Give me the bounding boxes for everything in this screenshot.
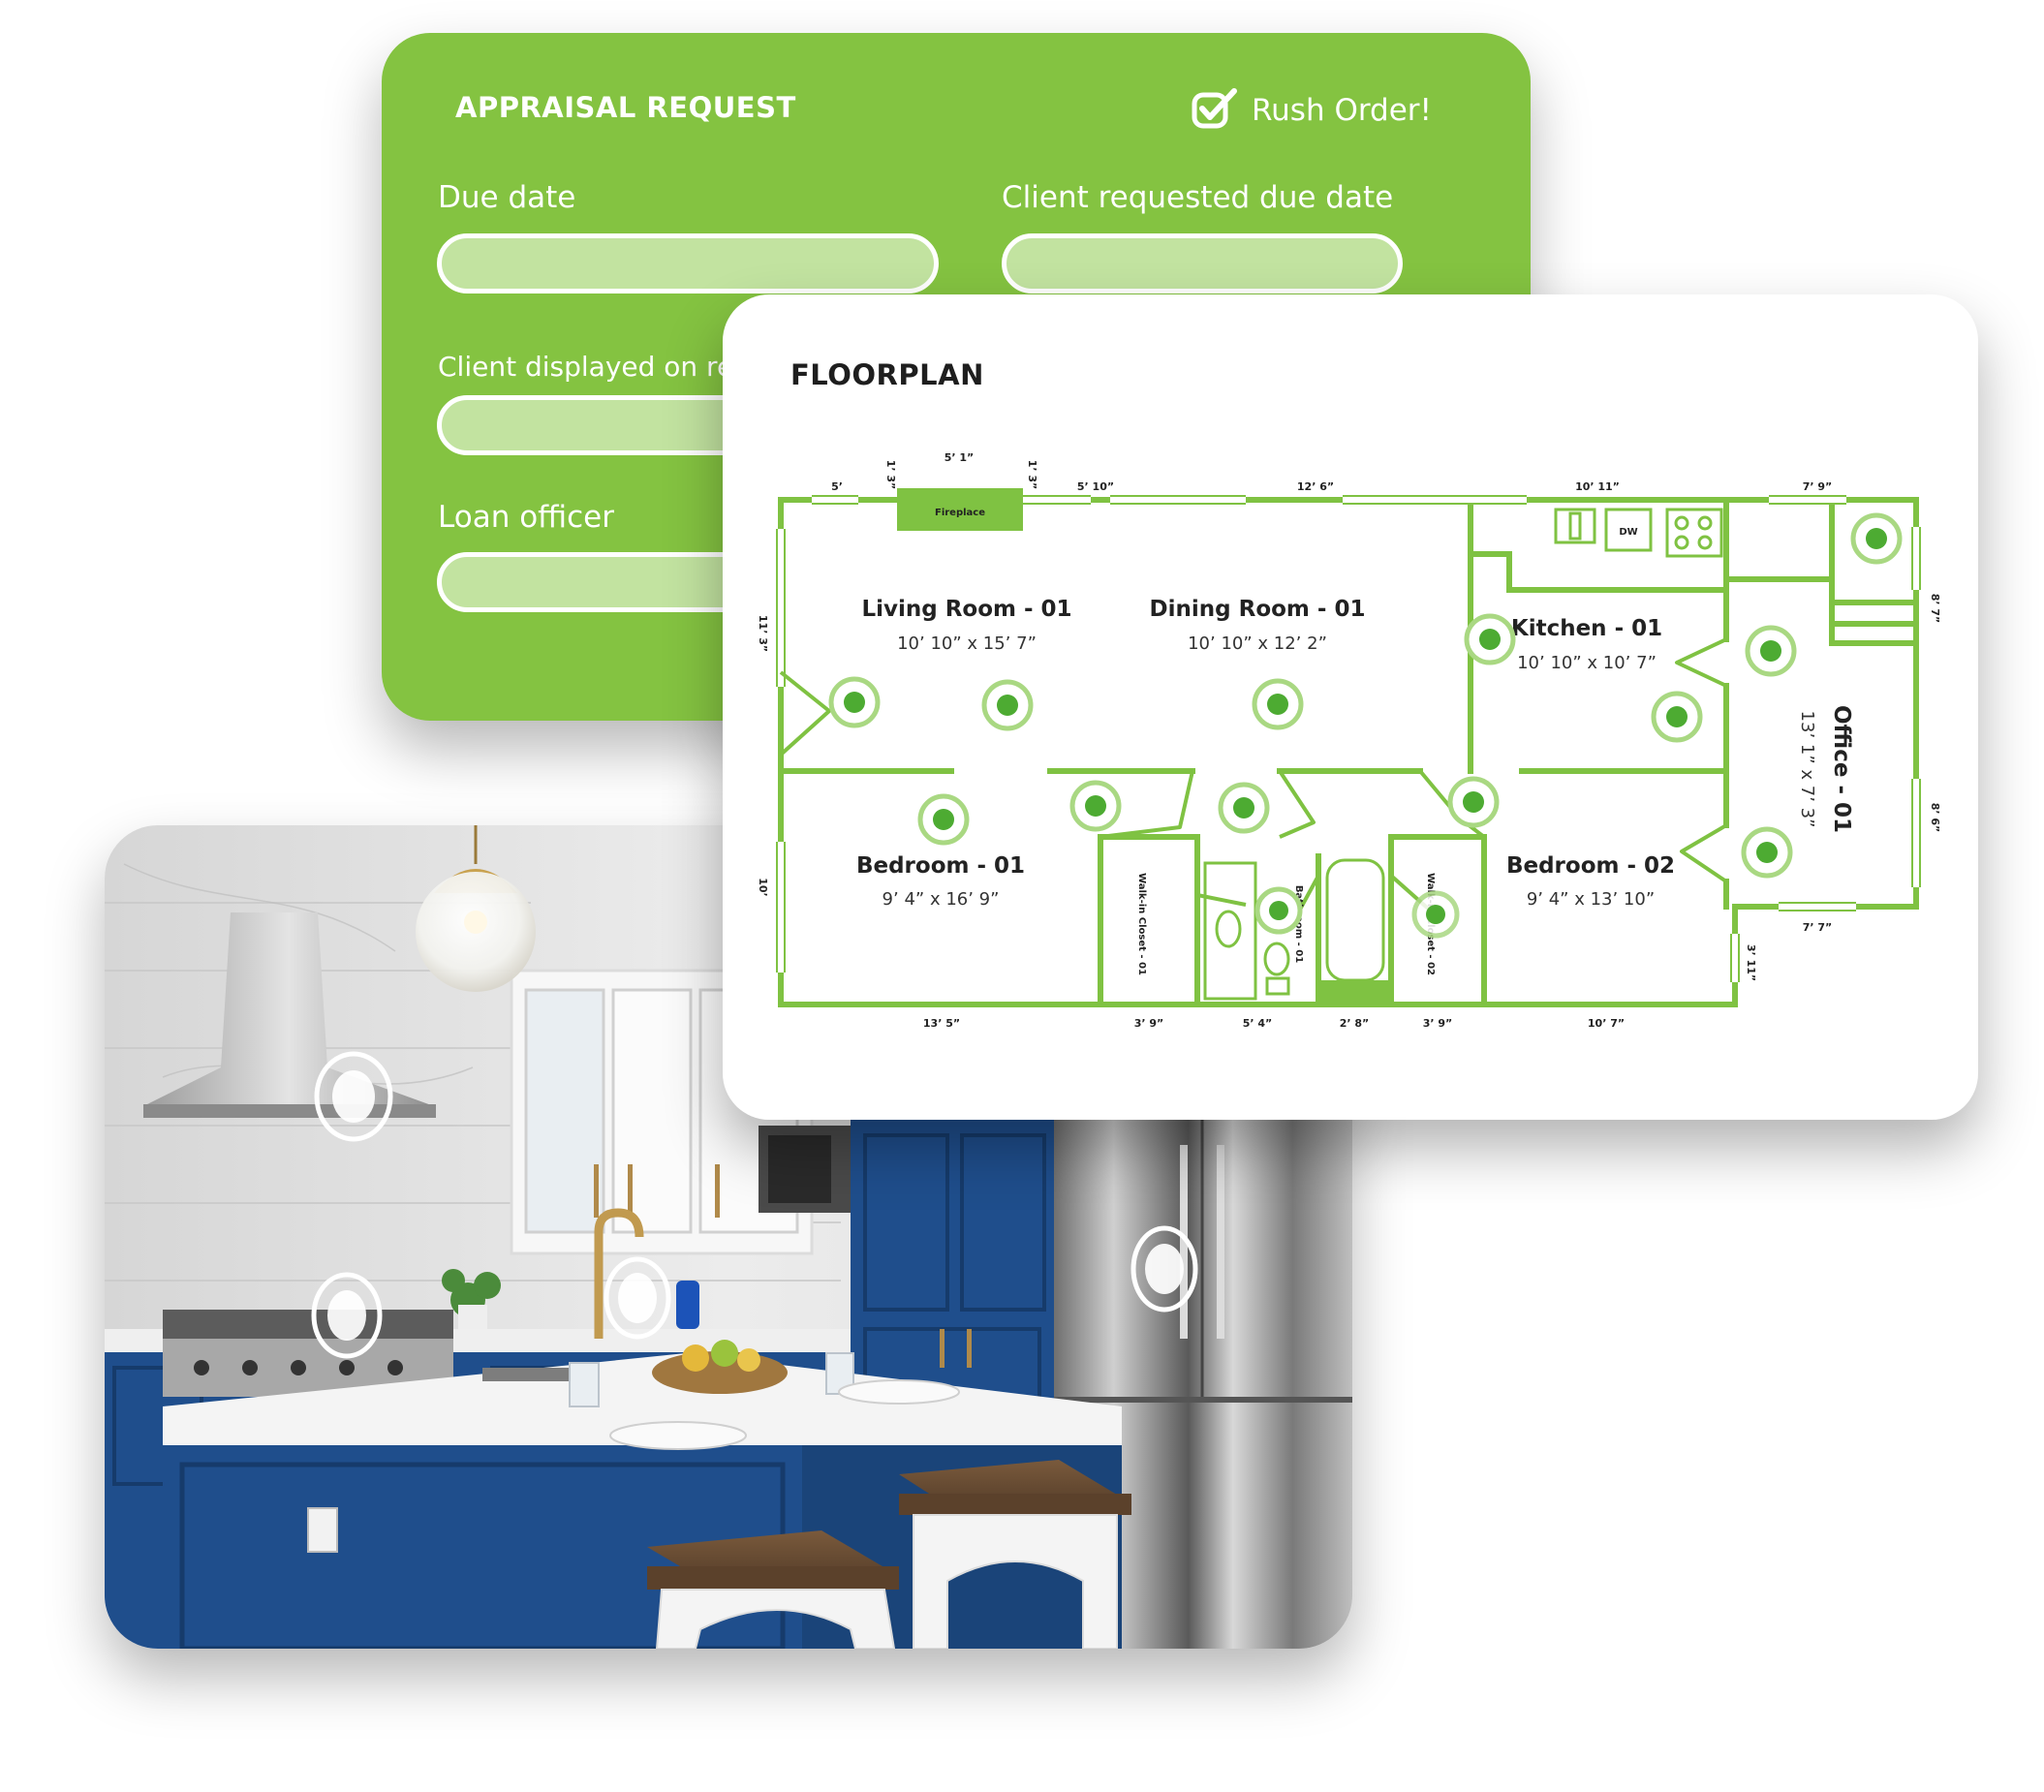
photo-marker-office-2[interactable] <box>1741 826 1793 879</box>
photo-hotspot-stove[interactable] <box>306 1269 387 1362</box>
room-bathroom-name: Bathroom - 01 <box>1293 885 1304 963</box>
room-dining-dims: 10’ 10” x 12’ 2” <box>1188 633 1327 654</box>
dim-top-7-9: 7’ 9” <box>1803 480 1833 493</box>
dim-right-8-6: 8’ 6” <box>1929 803 1941 833</box>
rush-order-label: Rush Order! <box>1252 93 1432 128</box>
dim-office-7-7: 7’ 7” <box>1803 921 1833 934</box>
dim-bottom-3-9-left: 3’ 9” <box>1134 1017 1164 1030</box>
photo-marker-bedroom1-2[interactable] <box>1069 780 1122 832</box>
photo-marker-stairs[interactable] <box>1850 512 1903 565</box>
photo-marker-office-1[interactable] <box>1745 625 1797 677</box>
dim-bottom-5-4: 5’ 4” <box>1243 1017 1273 1030</box>
floorplan-card: FLOORPLAN <box>723 294 1978 1120</box>
dim-right-8-7: 8’ 7” <box>1929 594 1941 624</box>
dishwasher-label: DW <box>1619 527 1637 538</box>
photo-marker-bedroom1-1[interactable] <box>917 793 970 846</box>
photo-marker-hallway[interactable] <box>1218 782 1270 834</box>
photo-marker-living-1[interactable] <box>828 676 881 728</box>
photo-marker-kitchen-2[interactable] <box>1651 691 1703 743</box>
dim-bottom-10-7: 10’ 7” <box>1588 1017 1625 1030</box>
photo-marker-kitchen-1[interactable] <box>1464 613 1516 665</box>
fireplace-label: Fireplace <box>935 508 985 518</box>
client-requested-due-date-input[interactable] <box>1002 233 1403 294</box>
photo-marker-closet2[interactable] <box>1411 890 1460 939</box>
photo-marker-bathroom[interactable] <box>1254 886 1303 935</box>
dim-top-1-3-left: 1’ 3” <box>884 460 897 490</box>
room-bedroom2-name: Bedroom - 02 <box>1506 853 1675 879</box>
kitchen-photo <box>105 825 1352 1649</box>
dim-bottom-2-8: 2’ 8” <box>1340 1017 1370 1030</box>
sink-fixture <box>1554 508 1596 544</box>
dim-top-1-3-right: 1’ 3” <box>1026 460 1038 490</box>
room-bedroom1-dims: 9’ 4” x 16’ 9” <box>883 889 1000 910</box>
due-date-label: Due date <box>438 180 576 215</box>
dim-bottom-13-5: 13’ 5” <box>923 1017 960 1030</box>
dim-bottom-3-9-right: 3’ 9” <box>1423 1017 1453 1030</box>
room-closet1-name: Walk-in Closet - 01 <box>1136 873 1147 975</box>
room-kitchen-dims: 10’ 10” x 10’ 7” <box>1517 653 1657 673</box>
photo-marker-living-2[interactable] <box>981 679 1034 731</box>
room-bedroom1-name: Bedroom - 01 <box>856 853 1025 879</box>
photo-hotspot-hood[interactable] <box>310 1050 397 1143</box>
dim-left-11-3: 11’ 3” <box>757 615 769 652</box>
due-date-input[interactable] <box>437 233 939 294</box>
room-kitchen-name: Kitchen - 01 <box>1511 616 1662 641</box>
room-living-dims: 10’ 10” x 15’ 7” <box>897 633 1037 654</box>
dim-top-10-11: 10’ 11” <box>1575 480 1620 493</box>
stove-fixture <box>1665 508 1723 558</box>
photo-marker-dining[interactable] <box>1252 678 1304 730</box>
dishwasher-fixture <box>1604 508 1653 552</box>
dim-right-3-11: 3’ 11” <box>1745 944 1757 981</box>
room-office-name: Office - 01 <box>1829 705 1854 833</box>
dim-top-5-1: 5’ 1” <box>945 451 975 464</box>
dim-top-12-6: 12’ 6” <box>1297 480 1334 493</box>
dim-left-10: 10’ <box>757 878 769 897</box>
photo-hotspot-fridge[interactable] <box>1124 1222 1205 1315</box>
dim-top-5: 5’ <box>831 480 843 493</box>
checkbox-checked-icon[interactable] <box>1192 87 1238 134</box>
fireplace-fixture <box>897 488 1023 531</box>
room-dining-name: Dining Room - 01 <box>1150 597 1366 622</box>
floorplan-drawing: Fireplace DW Living Room - 01 10’ 10” x … <box>757 451 1941 1030</box>
photo-marker-bedroom2[interactable] <box>1447 776 1500 828</box>
floorplan-title: FLOORPLAN <box>790 358 984 391</box>
room-living-name: Living Room - 01 <box>861 597 1071 622</box>
rush-order-toggle[interactable]: Rush Order! <box>1192 87 1432 134</box>
client-displayed-label: Client displayed on repo <box>438 351 768 383</box>
kitchen-photo-card <box>105 825 1352 1649</box>
loan-officer-label: Loan officer <box>438 500 614 535</box>
dim-top-5-10: 5’ 10” <box>1077 480 1114 493</box>
room-bedroom2-dims: 9’ 4” x 13’ 10” <box>1527 889 1655 910</box>
room-office-dims: 13’ 1” x 7’ 3” <box>1797 711 1817 828</box>
appraisal-title: APPRAISAL REQUEST <box>455 91 796 124</box>
client-requested-due-date-label: Client requested due date <box>1002 180 1394 215</box>
photo-hotspot-faucet[interactable] <box>597 1251 678 1344</box>
